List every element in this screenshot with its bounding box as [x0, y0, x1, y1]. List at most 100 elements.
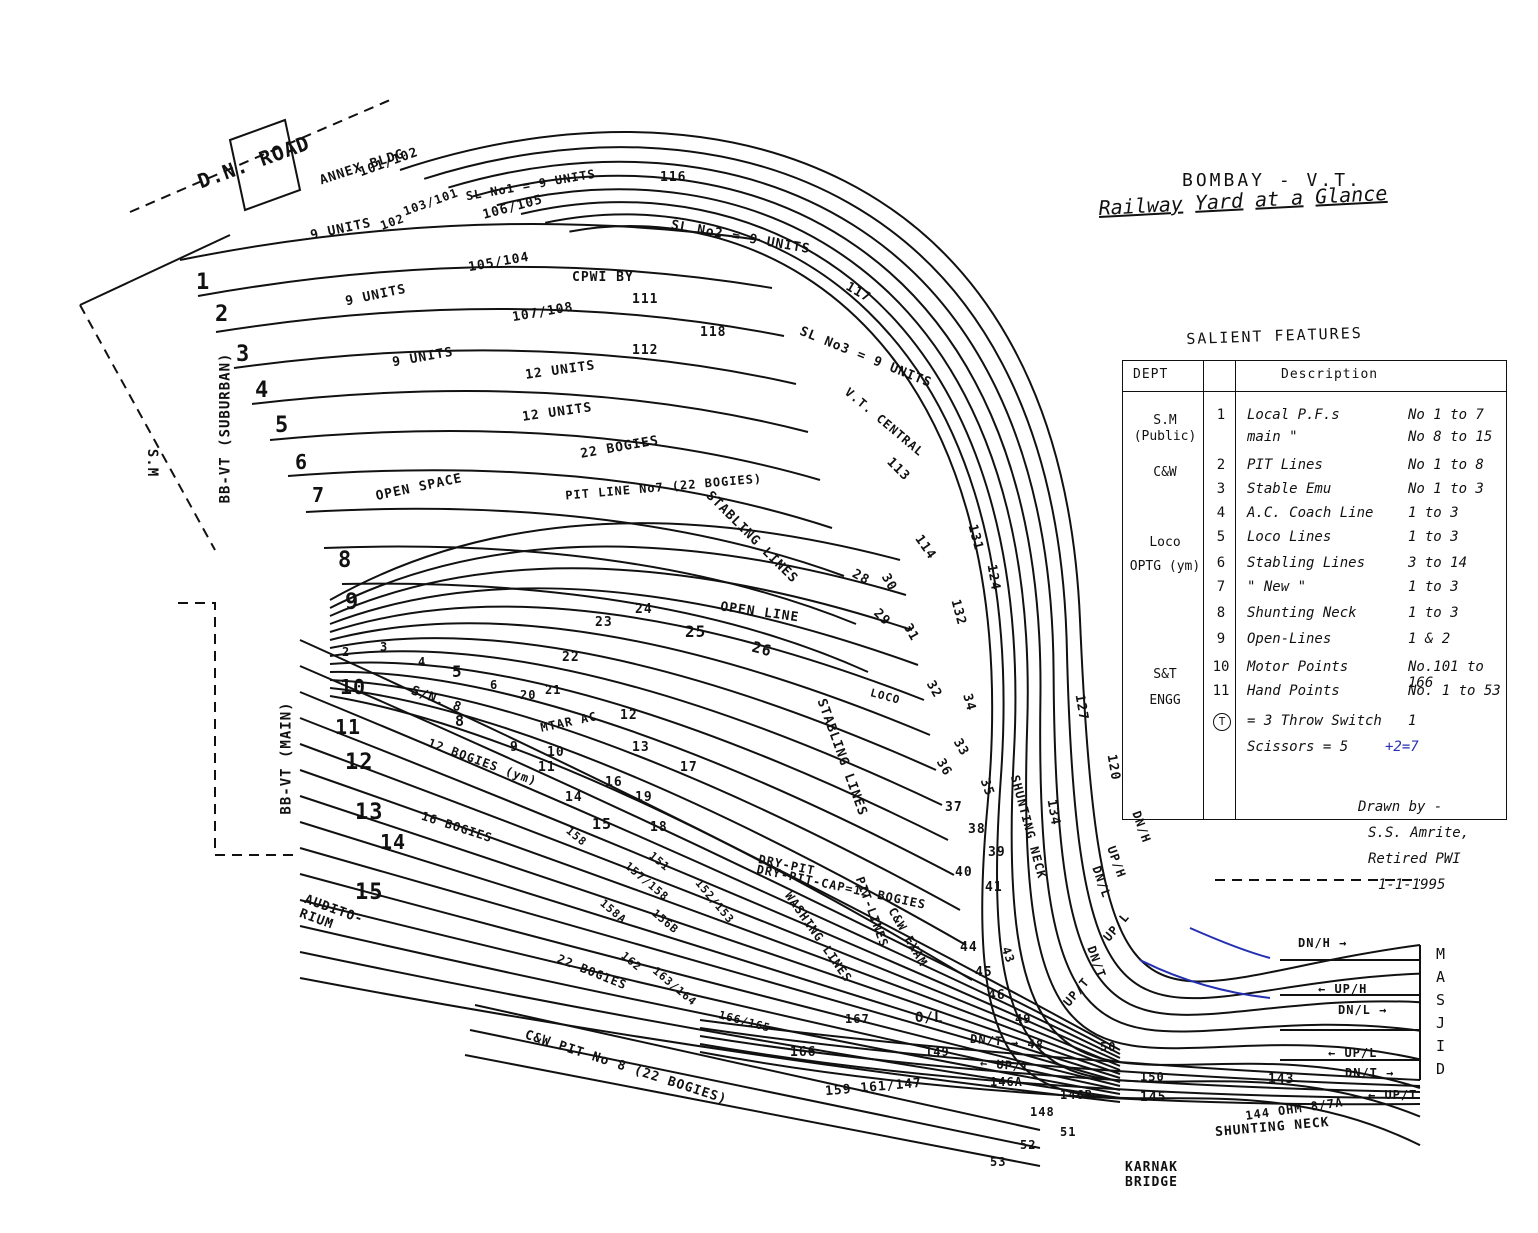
feature-desc: Loco Lines [1247, 529, 1332, 545]
track-line [399, 131, 1421, 983]
feature-row: Scissors = 5+2=7 [1123, 739, 1508, 763]
point-number: 44 [960, 940, 978, 955]
feature-range: +2=7 [1385, 739, 1419, 755]
feature-range: 1 to 3 [1408, 529, 1459, 545]
credit-line: 1-1-1995 [1378, 877, 1446, 893]
feature-no: 10 [1212, 659, 1230, 675]
point-number: 22 [562, 650, 580, 665]
track-dn-h-right: DN/H → [1298, 936, 1348, 950]
feature-desc: Motor Points [1247, 659, 1349, 675]
feature-range: 1 to 3 [1408, 505, 1459, 521]
dept-name: C&W [1153, 465, 1177, 480]
ol-label: O/L [915, 1010, 944, 1026]
point-number: 24 [635, 602, 653, 617]
platform-label: 9 [345, 590, 360, 615]
track-line [287, 469, 833, 529]
point-number: 166 [790, 1045, 817, 1060]
sm-label: S.M [144, 448, 161, 478]
subtitle-word: at a [1254, 185, 1304, 212]
subtitle-word: Yard [1194, 188, 1244, 215]
feature-desc: Stabling Lines [1247, 555, 1366, 571]
track-line [329, 522, 901, 601]
track-line [469, 1029, 1041, 1149]
track-line [699, 1043, 1421, 1099]
track-line [329, 661, 949, 841]
platform-label: 7 [312, 483, 326, 507]
point-number: 150 [1140, 1070, 1165, 1084]
point-number: 4 [418, 655, 427, 669]
track-dn-t-right: DN/T → [1345, 1066, 1395, 1080]
feature-no: 11 [1212, 683, 1230, 699]
track-lines [79, 118, 1421, 1167]
feature-row: 6 Stabling Lines 3 to 14 [1123, 555, 1508, 579]
feature-no: 4 [1216, 505, 1226, 521]
platform-label: 10 [340, 675, 367, 699]
point-number: 167 [845, 1012, 870, 1026]
track-line [329, 670, 955, 876]
point-number: 25 [685, 622, 707, 641]
point-number: 51 [1060, 1125, 1077, 1139]
track-line [329, 637, 937, 771]
track-line [448, 160, 1421, 1016]
track-line [329, 695, 973, 981]
credit-line: S.S. Amrite, [1368, 825, 1470, 841]
feature-no: 8 [1216, 605, 1226, 621]
point-number: 49 [1015, 1012, 1032, 1026]
point-number: 145 [1140, 1090, 1167, 1105]
track-line [251, 390, 809, 433]
platform-label: 14 [380, 830, 407, 854]
feature-range: No. 1 to 53 [1408, 683, 1501, 699]
track-line [544, 213, 1421, 1118]
point-number: 45 [975, 965, 993, 980]
track-line [299, 873, 1121, 1087]
platform-label: 6 [295, 450, 309, 474]
feature-desc: " New " [1247, 579, 1307, 595]
dept-name: S.M (Public) [1133, 413, 1197, 444]
feature-range: 3 to 14 [1408, 555, 1468, 571]
feature-no: 2 [1216, 457, 1226, 473]
masjid-letter: D [1436, 1060, 1446, 1078]
track-line [472, 174, 1421, 1033]
platform-label: 2 [215, 302, 230, 327]
track-line [299, 821, 1121, 1079]
point-number: 146B [1060, 1088, 1093, 1102]
point-number: 21 [545, 683, 562, 697]
masjid-letter: J [1436, 1014, 1446, 1032]
track-dn-l-right: DN/L → [1338, 1003, 1388, 1017]
point-number: 15 [592, 815, 613, 833]
feature-range: No 1 to 3 [1408, 481, 1484, 497]
masjid-letter: A [1436, 968, 1446, 986]
masjid-letter: I [1436, 1037, 1446, 1055]
point-number: 52 [1020, 1138, 1037, 1152]
track-line [699, 1051, 1421, 1106]
feature-no: 3 [1216, 481, 1226, 497]
feature-desc: A.C. Coach Line [1247, 505, 1374, 521]
feature-range: 1 to 3 [1408, 579, 1459, 595]
point-number: 116 [660, 170, 687, 185]
feature-no: 6 [1216, 555, 1226, 571]
point-number: 111 [632, 292, 659, 307]
col-divider [1235, 361, 1236, 819]
feature-row: 7" New "1 to 3 [1123, 579, 1508, 603]
dept-name: OPTG (ym) [1129, 559, 1201, 574]
point-number: 19 [635, 790, 653, 805]
track-line [329, 587, 919, 666]
track-line [79, 234, 231, 306]
credit-line: Retired PWI [1368, 851, 1461, 867]
feature-desc: Local P.F.s [1247, 407, 1340, 423]
salient-table: DEPT Description S.M (Public) C&W Loco O… [1122, 360, 1507, 820]
point-number: 149 [925, 1045, 950, 1059]
masjid-letter: M [1436, 945, 1446, 963]
point-number: 8 [455, 712, 466, 730]
track-line [299, 977, 1121, 1103]
throw-switch-symbol: T [1213, 713, 1231, 731]
point-number: 2 [342, 645, 351, 659]
feature-row: 4 A.C. Coach Line 1 to 3 [1123, 505, 1508, 529]
track-line [699, 1019, 1421, 1081]
track-up-l-right: ← UP/L [1328, 1046, 1378, 1060]
